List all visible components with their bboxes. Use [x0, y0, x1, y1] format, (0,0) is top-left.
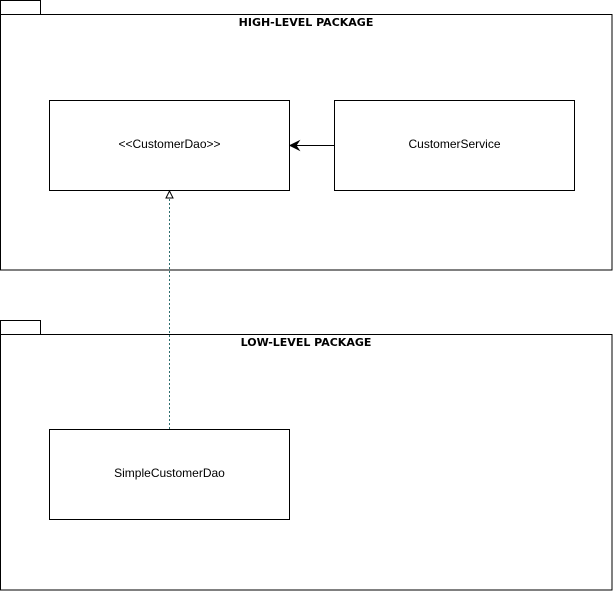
class-label: <<CustomerDao>> [118, 137, 220, 151]
class-label: CustomerService [408, 137, 500, 151]
class-customer-service[interactable]: CustomerService [334, 100, 575, 191]
class-label: SimpleCustomerDao [114, 466, 225, 480]
package-tab [0, 320, 41, 335]
realization-arrow [165, 189, 174, 429]
hollow-triangle-icon [165, 189, 174, 199]
package-title: HIGH-LEVEL PACKAGE [239, 16, 374, 29]
package-tab [0, 0, 41, 15]
package-title: LOW-LEVEL PACKAGE [241, 336, 372, 349]
class-simple-customer-dao[interactable]: SimpleCustomerDao [49, 429, 290, 520]
class-customer-dao[interactable]: <<CustomerDao>> [49, 100, 290, 191]
arrowhead-icon [288, 139, 301, 152]
association-arrow [288, 139, 334, 152]
